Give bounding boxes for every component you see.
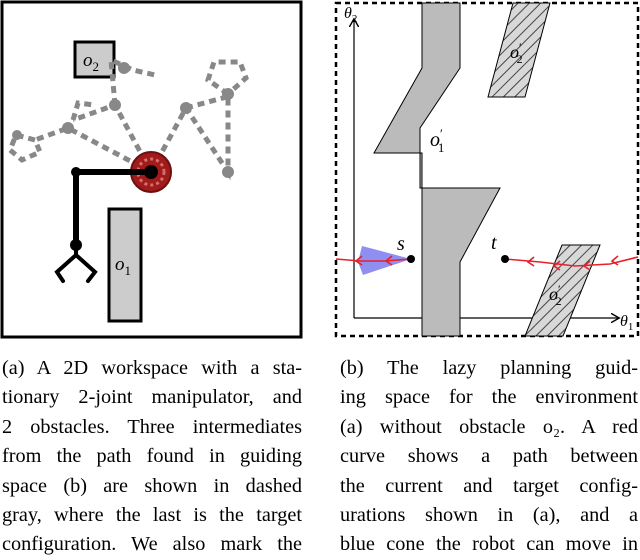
robot-wrist-joint xyxy=(70,239,82,251)
caption-line: (a) without obstacle o₂. A red xyxy=(340,415,638,438)
caption-line: configuration. We also mark the xyxy=(2,533,302,556)
obstacle-o2 xyxy=(73,40,116,79)
red-path-left xyxy=(335,258,412,262)
obstacle-o1-label: o1 xyxy=(115,254,131,278)
target-label: t xyxy=(491,232,497,254)
caption-b: (b) The lazy planning guid- ing space fo… xyxy=(340,354,638,560)
obstacle-o2-prime-top xyxy=(487,2,551,98)
obstacle-o2-prime-bottom-label: o′2 xyxy=(549,282,562,308)
robot-elbow-joint xyxy=(71,167,81,177)
caption-line: 2 obstacles. Three intermediates xyxy=(2,415,302,438)
caption-a: (a) A 2D workspace with a sta- tionary 2… xyxy=(2,354,302,560)
robot-base-joint xyxy=(144,165,158,179)
theta2-axis-label: θ2 xyxy=(344,5,357,25)
start-label: s xyxy=(397,233,405,255)
obstacle-o2-prime-bottom xyxy=(524,244,601,337)
caption-line: from the path found in guiding xyxy=(2,445,302,468)
obstacle-o1-prime-label: o′1 xyxy=(430,126,444,155)
caption-line: (a) A 2D workspace with a sta- xyxy=(2,357,302,379)
obstacle-o2-label: o2 xyxy=(83,50,99,74)
guiding-space-figure: θ2 θ1 o′1 o′2 o′2 s t xyxy=(334,1,640,338)
intermediate-joints xyxy=(12,62,234,178)
intermediate-1-gripper xyxy=(70,100,95,121)
intermediate-3-arm xyxy=(148,94,231,181)
caption-line: the current and target config- xyxy=(340,474,638,497)
workspace-figure: o2 o1 xyxy=(0,0,303,339)
red-path-arrows xyxy=(354,255,619,271)
base-joint-highlight-hatch xyxy=(136,157,166,187)
obstacle-o1 xyxy=(107,207,143,323)
start-point xyxy=(407,255,415,263)
target-point xyxy=(501,255,509,263)
caption-line: curve shows a path between xyxy=(340,445,638,468)
caption-line: blue cone the robot can move in xyxy=(340,533,638,556)
caption-line: (b) The lazy planning guid- xyxy=(340,357,638,379)
theta1-axis-label: θ1 xyxy=(620,313,633,333)
intermediate-3-gripper xyxy=(205,59,249,97)
obstacle-o1-prime xyxy=(373,2,501,337)
guiding-space-frame xyxy=(334,1,640,338)
intermediate-3-link-up xyxy=(185,93,231,111)
caption-line: ing space for the environment xyxy=(340,386,638,409)
caption-line: tionary 2-joint manipulator, and xyxy=(2,386,302,409)
caption-line: space (b) are shown in dashed xyxy=(2,474,302,497)
obstacle-o2-prime-top-label: o′2 xyxy=(510,40,523,66)
